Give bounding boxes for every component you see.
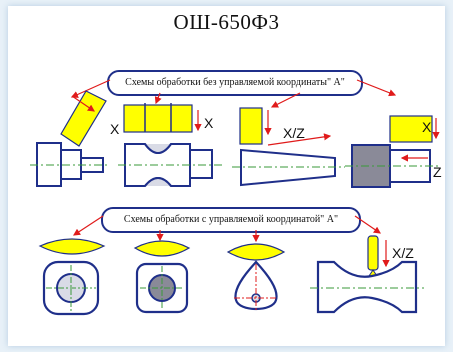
scheme-angled-shaft: X bbox=[30, 90, 120, 187]
page-title: ОШ-650Ф3 bbox=[173, 10, 280, 34]
scheme-shoulder: X Z bbox=[345, 115, 442, 188]
top-connector-arrows bbox=[70, 79, 397, 108]
caption-with-controlled-axis: Схемы обработки с управляемой координато… bbox=[101, 207, 361, 233]
scheme-taper: X/Z bbox=[232, 107, 345, 187]
scheme-round-profile bbox=[38, 238, 106, 316]
scheme-square-profile bbox=[133, 240, 191, 314]
scheme-contour-shaft: X/Z bbox=[310, 235, 424, 314]
scheme-cam-profile bbox=[226, 243, 286, 312]
label-x-scheme4: X bbox=[422, 119, 432, 135]
label-x-scheme2: X bbox=[204, 115, 214, 131]
label-xz-bottom4: X/Z bbox=[392, 245, 414, 261]
label-xz-scheme3: X/Z bbox=[283, 125, 305, 141]
caption-without-controlled-axis: Схемы обработки без управляемой координа… bbox=[107, 70, 363, 96]
scheme-groove-plunge: X bbox=[118, 103, 222, 187]
label-x-scheme1: X bbox=[110, 121, 120, 137]
label-z-scheme4: Z bbox=[433, 164, 442, 180]
bottom-connector-arrows bbox=[72, 215, 381, 243]
